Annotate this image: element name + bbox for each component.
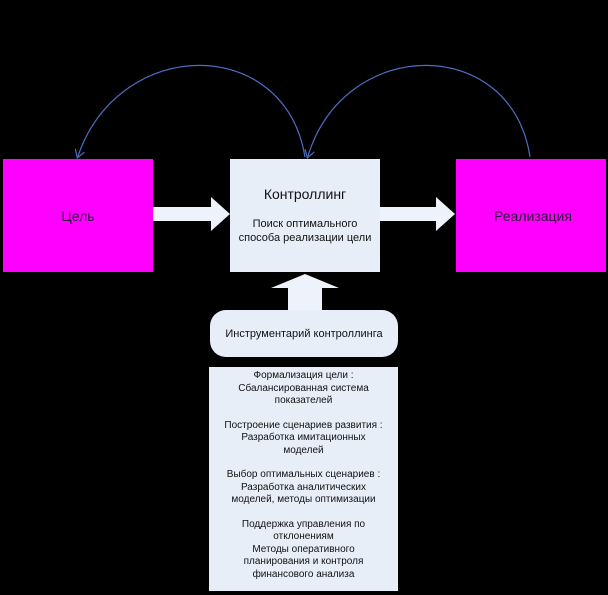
feedback-curve-realization-to-controlling [308,64,531,157]
method-line: финансового анализа [252,568,355,580]
realization-box: Реализация [456,159,606,272]
method-line: моделей, методы оптимизации [231,494,376,505]
tools-label: Инструментарий контроллинга [225,327,383,340]
goal-label: Цель [61,207,95,224]
arrow-tools-to-controlling-icon [271,274,339,310]
method-group-scenarios: Построение сценариев развития : Разработ… [209,420,398,458]
method-line: Методы оперативного [252,543,355,555]
method-line: Разработка имитационных [241,432,366,443]
method-line: Сбалансированная система [238,382,369,394]
method-group-deviation-support: Поддержка управления по отклонениям Мето… [209,519,398,582]
method-line: отклонениям [273,531,334,542]
arrow-goal-to-controlling-icon [153,197,230,231]
method-line: Построение сценариев развития : [224,419,383,431]
realization-label: Реализация [494,207,572,224]
method-line: планирования и контроля [243,556,364,567]
method-group-formalization: Формализация цели : Сбалансированная сис… [209,370,398,408]
arrow-controlling-to-realization-icon [380,197,455,231]
controlling-subtitle: Поиск оптимального способа реализации це… [234,217,376,245]
method-group-optimal-choice: Выбор оптимальных сценариев : Разработка… [209,469,398,507]
goal-box: Цель [3,159,153,272]
method-line: моделей [283,444,324,456]
controlling-subtitle-line: способа реализации цели [238,232,372,244]
controlling-box: Контроллинг Поиск оптимального способа р… [230,159,380,272]
controlling-subtitle-line: Поиск оптимального [252,218,358,230]
method-line: Поддержка управления по [241,518,366,530]
tools-pill: Инструментарий контроллинга [210,310,398,357]
method-line: Разработка аналитических [240,481,367,493]
feedback-curve-controlling-to-goal [78,64,306,157]
method-line: Выбор оптимальных сценариев : [226,469,381,480]
methods-panel: Формализация цели : Сбалансированная сис… [209,367,398,591]
method-line: Формализация цели : [253,370,354,381]
controlling-title: Контроллинг [263,186,347,202]
method-line: показателей [274,395,333,406]
